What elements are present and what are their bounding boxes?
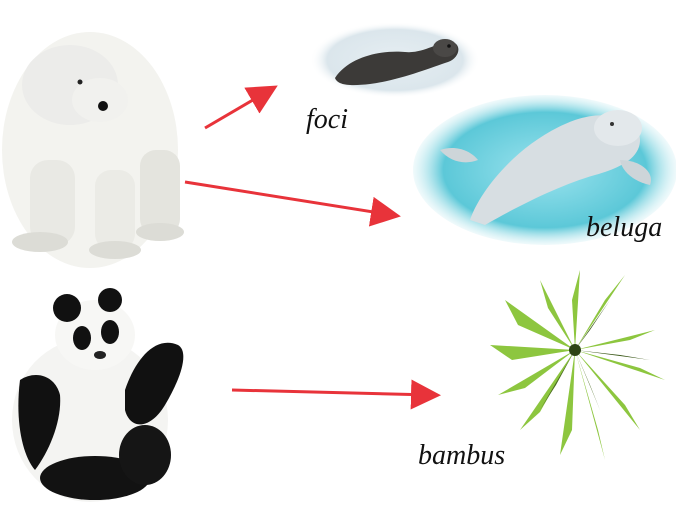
label-seal: foci	[306, 104, 348, 136]
polar-bear-image	[2, 32, 184, 268]
bamboo-image	[490, 270, 665, 460]
arrow-polar-bear-to-beluga	[185, 182, 392, 215]
label-bamboo: bambus	[418, 440, 505, 472]
arrow-polar-bear-to-seal	[205, 90, 270, 128]
arrow-panda-to-bamboo	[232, 390, 432, 395]
label-beluga: beluga	[586, 212, 662, 244]
seal-image	[310, 22, 480, 98]
panda-image	[12, 288, 183, 502]
